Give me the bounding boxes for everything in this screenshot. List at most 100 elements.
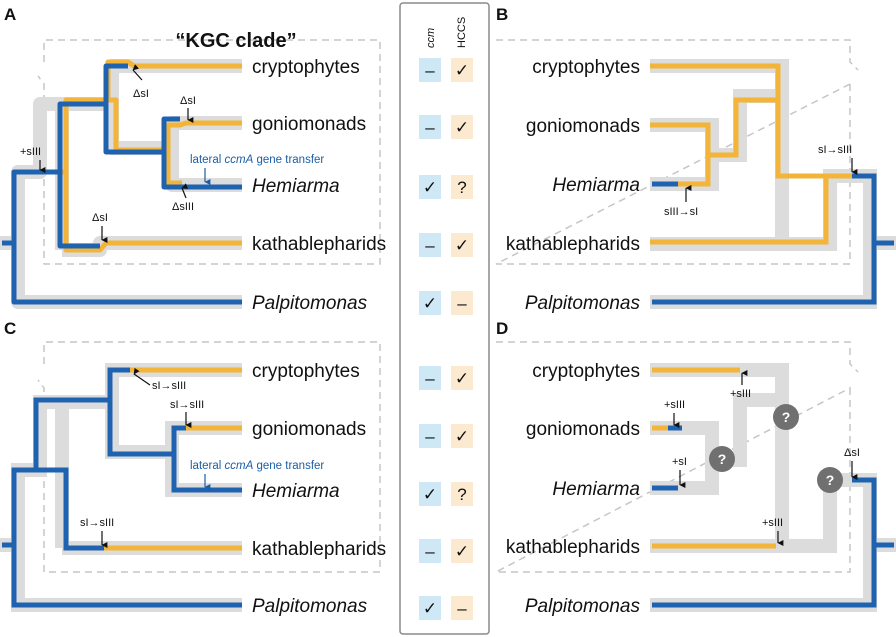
event-label: +sIII [730,388,751,400]
taxon-palpitomonas: Palpitomonas [525,596,641,617]
event-label: ΔsI [180,95,196,107]
hccs-cell: – [457,294,467,313]
taxon-goniomonads: goniomonads [252,419,366,440]
hccs-cell: ✓ [455,369,469,388]
hccs-cell: ✓ [455,118,469,137]
hccs-cell-bg [451,424,473,448]
taxon-cryptophytes: cryptophytes [252,361,360,382]
col-header-ccm: ccm [425,28,437,48]
hccs-cell-bg [451,366,473,390]
ccm-cell: ✓ [423,599,437,618]
ccm-cell-bg [419,115,441,139]
panel-d-backbone [650,363,896,612]
ccm-cell: – [425,369,435,388]
taxon-kathablepharids: kathablepharids [252,539,386,560]
kgc-clade-outline [495,341,859,573]
taxon-hemiarma: Hemiarma [252,176,340,197]
col-header-hccs: HCCS [456,17,468,48]
taxon-kathablepharids: kathablepharids [252,234,386,255]
panel-b-hccs-lineage [650,63,852,245]
panel-a-ccm-lineage [2,63,242,305]
taxon-kathablepharids: kathablepharids [506,234,640,255]
ccm-cell-bg [419,233,441,257]
panel-d: D cryptophytes goniomonads Hemiarma kath… [495,319,896,617]
panel-c: C cryptophytes goniomonads Hemiarma kath… [0,319,386,617]
hccs-cell-bg [451,58,473,82]
ccm-cell: – [425,427,435,446]
kgc-clade-outline [37,39,381,265]
event-label: ΔsIII [172,201,194,213]
ccm-cell-bg [419,366,441,390]
taxon-goniomonads: goniomonads [526,419,640,440]
event-arrow [181,183,189,199]
taxon-hemiarma: Hemiarma [552,479,640,500]
event-label: sI→sIII [170,399,204,411]
hccs-cell-bg [451,233,473,257]
ccm-hccs-table: ccm HCCS –✓–✓✓?–✓✓––✓–✓✓?–✓✓– [399,2,490,635]
event-label: ΔsI [92,212,108,224]
hccs-cell: – [457,599,467,618]
kgc-clade-outline [37,341,381,573]
question-icon: ? [817,467,843,493]
event-label: sIII→sI [664,206,698,218]
question-icon: ? [773,404,799,430]
panel-b-label: B [496,5,508,24]
hccs-cell: ✓ [455,61,469,80]
taxon-goniomonads: goniomonads [526,116,640,137]
panel-c-label: C [4,319,16,338]
ccm-cell: ✓ [423,485,437,504]
ccm-cell-bg [419,291,441,315]
ccm-cell: – [425,236,435,255]
svg-text:?: ? [718,451,727,467]
taxon-kathablepharids: kathablepharids [506,537,640,558]
taxon-cryptophytes: cryptophytes [532,57,640,78]
hccs-cell-bg [451,115,473,139]
hccs-cell: ? [457,178,466,197]
ccm-cell-bg [419,482,441,506]
panel-c-ccm-lineage [2,367,242,608]
ccm-cell: ✓ [423,178,437,197]
hccs-cell: ? [457,485,466,504]
taxon-hemiarma: Hemiarma [552,175,640,196]
event-label: +sI [672,456,687,468]
ccma-transfer-label: lateral ccmA gene transfer [190,460,324,472]
event-label: +sIII [762,517,783,529]
event-label: ΔsI [844,447,860,459]
svg-text:?: ? [782,409,791,425]
svg-text:?: ? [826,472,835,488]
ccm-cell-bg [419,539,441,563]
taxon-hemiarma: Hemiarma [252,481,340,502]
table-rows: –✓–✓✓?–✓✓––✓–✓✓?–✓✓– [419,58,473,620]
taxon-goniomonads: goniomonads [252,114,366,135]
taxon-cryptophytes: cryptophytes [532,361,640,382]
hccs-cell-bg [451,482,473,506]
ccm-cell: – [425,542,435,561]
event-arrow [132,64,143,81]
ccm-cell-bg [419,58,441,82]
event-arrow [133,367,151,386]
taxon-palpitomonas: Palpitomonas [525,293,641,314]
event-label: +sIII [20,146,41,158]
hccs-cell-bg [451,175,473,199]
hccs-cell: ✓ [455,427,469,446]
hccs-cell-bg [451,539,473,563]
panel-a-backbone [0,59,242,309]
hccs-cell-bg [451,596,473,620]
panel-c-hccs-lineage [104,367,242,551]
panel-d-label: D [496,319,508,338]
panel-b: B cryptophytes goniomonads Hemiarma kath… [495,5,896,314]
taxon-palpitomonas: Palpitomonas [252,596,368,617]
hccs-cell-bg [451,291,473,315]
panel-d-ccm-lineage [652,425,894,608]
ccm-cell-bg [419,596,441,620]
event-label: +sIII [664,399,685,411]
table-frame [399,2,490,635]
kgc-clade-title: “KGC clade” [175,30,296,52]
event-label: sI→sIII [80,517,114,529]
hccs-cell: ✓ [455,236,469,255]
panel-a-label: A [4,5,16,24]
question-icon: ? [709,446,735,472]
event-label: sI→sIII [818,144,852,156]
ccm-cell-bg [419,175,441,199]
